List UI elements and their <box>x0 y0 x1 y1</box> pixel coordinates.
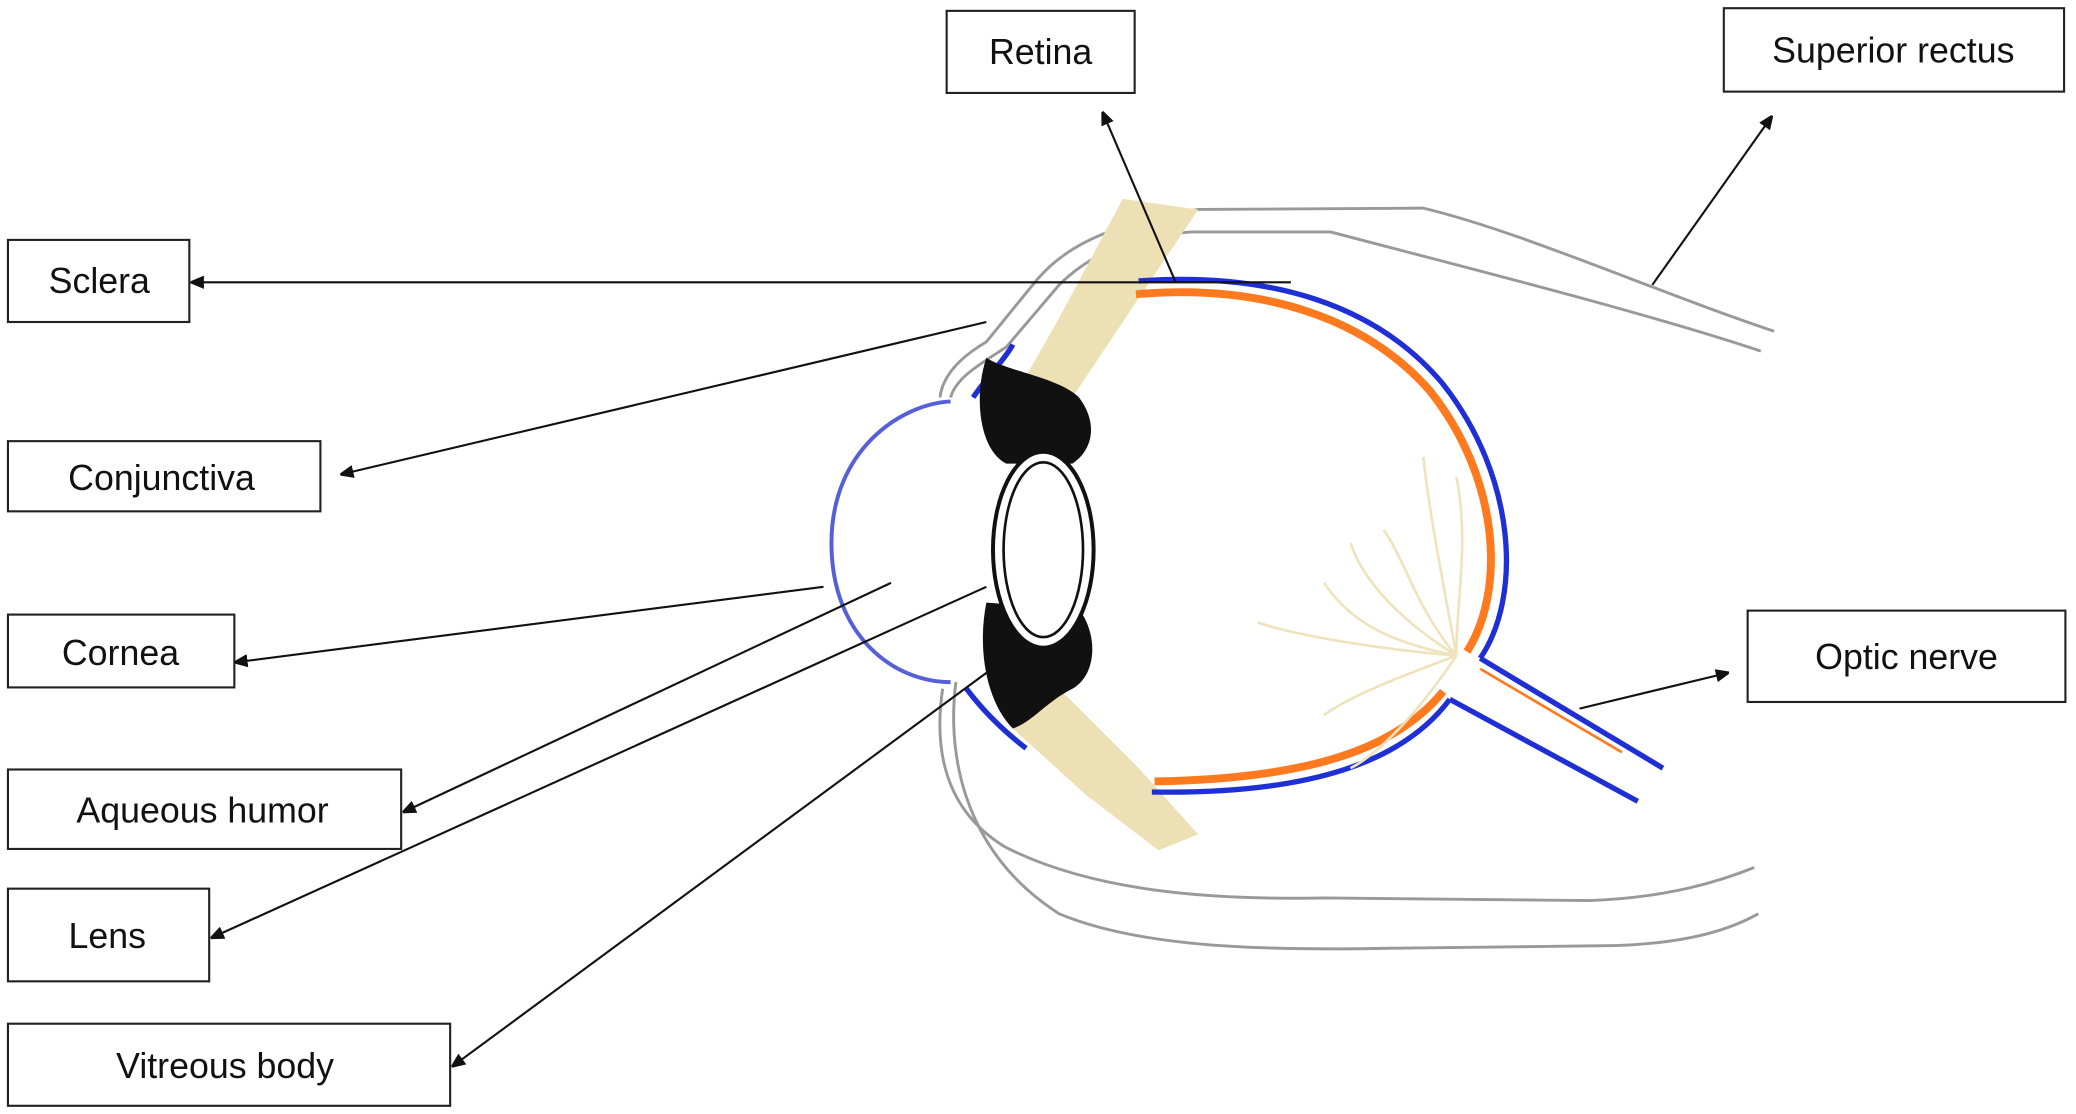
label-retina: Retina <box>945 9 1136 95</box>
label-text: Aqueous humor <box>76 790 328 830</box>
label-text: Optic nerve <box>1815 637 1998 677</box>
label-text: Cornea <box>62 633 179 673</box>
pointer-arrows <box>192 113 1772 1066</box>
label-superior-rectus: Superior rectus <box>1722 7 2066 93</box>
retinal-vessels <box>1257 456 1464 770</box>
muscle-band <box>1006 198 1199 851</box>
label-text: Lens <box>68 916 145 956</box>
label-optic-nerve: Optic nerve <box>1746 609 2067 704</box>
label-text: Conjunctiva <box>68 458 255 498</box>
lens <box>990 449 1096 650</box>
label-text: Retina <box>989 32 1092 72</box>
label-text: Superior rectus <box>1772 30 2014 70</box>
label-cornea: Cornea <box>6 613 236 689</box>
label-lens: Lens <box>6 887 211 983</box>
label-conjunctiva: Conjunctiva <box>6 440 322 513</box>
label-text: Vitreous body <box>116 1046 334 1086</box>
label-text: Sclera <box>49 261 150 301</box>
eyeball <box>829 276 1665 804</box>
label-sclera: Sclera <box>6 238 191 324</box>
label-vitreous-body: Vitreous body <box>6 1022 452 1107</box>
label-aqueous-humor: Aqueous humor <box>6 768 403 850</box>
cornea-outline <box>829 399 951 685</box>
